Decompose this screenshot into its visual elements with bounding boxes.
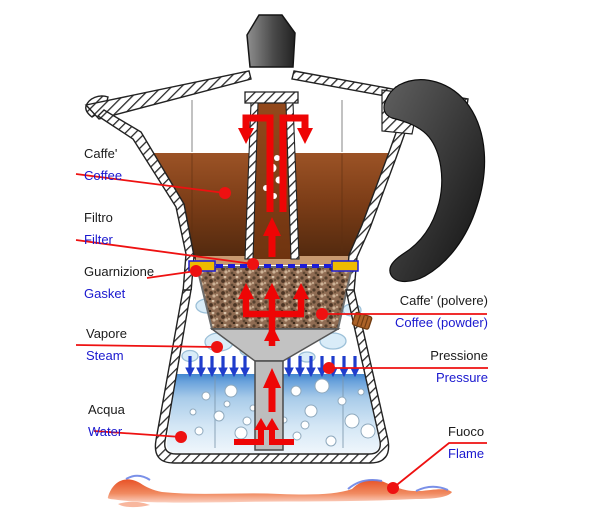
label-water: Acqua Water [88, 402, 125, 440]
label-steam-en: Steam [86, 348, 124, 363]
intake-arrows [234, 418, 294, 445]
label-coffee-powder: Caffe' (polvere) Coffee (powder) [395, 293, 488, 331]
label-flame-en: Flame [448, 446, 485, 461]
label-filter: Filtro Filter [84, 210, 113, 248]
label-coffee-powder-en: Coffee (powder) [395, 315, 488, 330]
label-gasket-it: Guarnizione [84, 264, 155, 279]
label-pressure-it: Pressione [430, 348, 488, 363]
label-steam: Vapore Steam [86, 326, 127, 364]
label-pressure-en: Pressure [435, 370, 488, 385]
label-gasket: Guarnizione Gasket [84, 264, 154, 302]
label-gasket-en: Gasket [84, 286, 126, 301]
flow-arrows [234, 114, 313, 445]
gasket-right [331, 260, 359, 272]
label-filter-en: Filter [84, 232, 113, 247]
label-flame: Fuoco Flame [448, 424, 484, 462]
label-water-en: Water [88, 424, 123, 439]
handle [383, 79, 486, 283]
label-coffee: Caffe' Coffee [84, 146, 122, 184]
boiler-wall [154, 289, 390, 464]
label-coffee-en: Coffee [84, 168, 123, 183]
leader-lines [75, 173, 488, 494]
fountain-arrows [238, 114, 313, 212]
powder-trident-arrows [238, 283, 309, 346]
lid-knob [246, 14, 296, 68]
label-flame-it: Fuoco [448, 424, 485, 439]
label-coffee-powder-it: Caffe' (polvere) [399, 293, 488, 308]
safety-valve [351, 311, 373, 330]
chimney-up-arrow [263, 217, 281, 257]
label-filter-it: Filtro [84, 210, 113, 225]
pot-facet-lines [191, 100, 343, 250]
label-coffee-it: Caffe' [84, 146, 118, 161]
label-steam-it: Vapore [86, 326, 127, 341]
tube-up-arrow [263, 368, 281, 412]
pressure-arrows-left [185, 356, 250, 378]
flame [107, 474, 453, 508]
label-water-it: Acqua [88, 402, 125, 417]
label-pressure: Pressione Pressure [430, 348, 488, 386]
water-bubbles [189, 378, 376, 447]
